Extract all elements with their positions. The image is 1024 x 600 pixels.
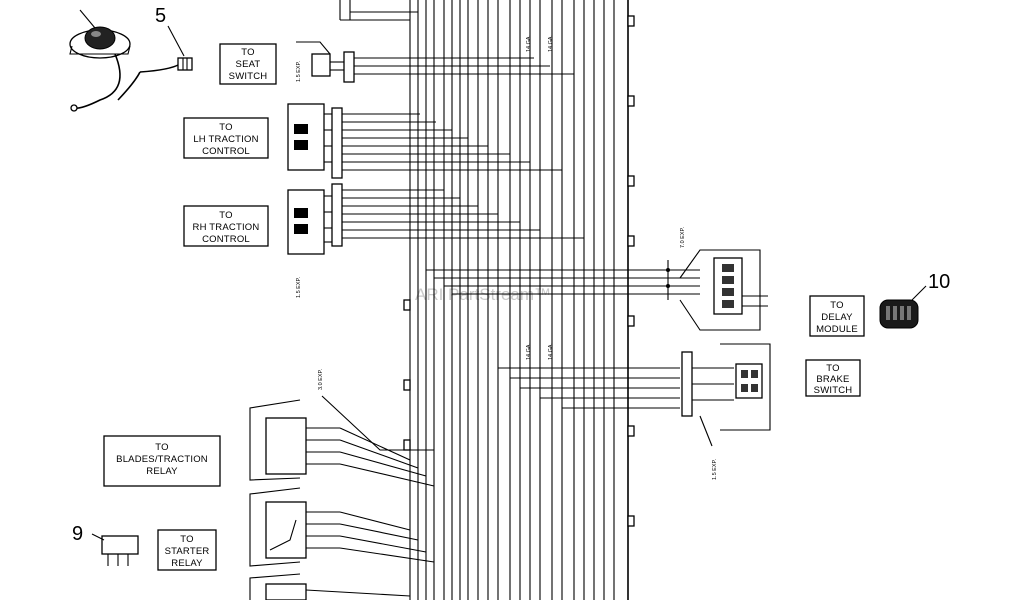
- exp-note-rh: 1.5 EXP.: [296, 277, 302, 298]
- starter-label-line3: RELAY: [171, 558, 203, 569]
- gauge-label-upper-1: 14 GA.: [526, 34, 532, 52]
- starter-relay-label-box: TO STARTER RELAY: [157, 529, 217, 571]
- starter-label-line1: TO: [180, 534, 193, 545]
- starter-relay-part: [91, 533, 139, 566]
- callout-9: 9: [72, 523, 83, 545]
- vertical-harness-trunk: [403, 0, 635, 600]
- blades-relay-connector: [249, 395, 435, 487]
- delay-label-line2: DELAY: [821, 312, 853, 323]
- exp-note-brake: 1.5 EXP.: [712, 459, 718, 480]
- delay-label-line3: MODULE: [816, 324, 858, 335]
- gauge-label-lower-1: 14 GA.: [526, 342, 532, 360]
- rh-label-line3: CONTROL: [202, 234, 250, 245]
- rh-label-line2: RH TRACTION: [193, 222, 260, 233]
- lh-label-line3: CONTROL: [202, 146, 250, 157]
- callout-5: 5: [155, 5, 166, 27]
- blades-label-line3: RELAY: [146, 466, 178, 477]
- delay-label-line1: TO: [830, 300, 843, 311]
- brake-label-line2: BRAKE: [816, 374, 849, 385]
- middle-relay-connector: [249, 487, 435, 567]
- exp-note-blades: 3.0 EXP.: [318, 369, 324, 390]
- seat-switch-part: [69, 9, 193, 112]
- gauge-label-upper-2: 14 GA.: [548, 34, 554, 52]
- lh-traction-label-box: TO LH TRACTION CONTROL: [183, 117, 269, 159]
- rh-traction-switch: [287, 183, 584, 255]
- brake-label-line3: SWITCH: [814, 385, 853, 396]
- seat-switch-connector: [296, 0, 574, 83]
- callout-10: 10: [928, 271, 950, 293]
- blades-relay-label-box: TO BLADES/TRACTION RELAY: [103, 435, 221, 487]
- brake-label-line1: TO: [826, 363, 839, 374]
- seat-label-line3: SWITCH: [229, 71, 268, 82]
- seat-label-line1: TO: [241, 47, 254, 58]
- seat-label-line2: SEAT: [236, 59, 261, 70]
- seat-switch-label-box: TO SEAT SWITCH: [219, 43, 277, 85]
- delay-module-part: [879, 285, 927, 329]
- lh-label-line1: TO: [219, 122, 232, 133]
- gauge-label-lower-2: 14 GA.: [548, 342, 554, 360]
- blades-label-line2: BLADES/TRACTION: [116, 454, 208, 465]
- rh-label-line1: TO: [219, 210, 232, 221]
- lh-traction-switch: [287, 103, 562, 179]
- brake-switch-label-box: TO BRAKE SWITCH: [805, 359, 861, 397]
- delay-module-label-box: TO DELAY MODULE: [809, 295, 865, 337]
- starter-label-line2: STARTER: [165, 546, 210, 557]
- exp-note-seat: 1.5 EXP.: [296, 61, 302, 82]
- exp-note-delay: 7.0 EXP.: [680, 227, 686, 248]
- blades-label-line1: TO: [155, 442, 168, 453]
- lh-label-line2: LH TRACTION: [193, 134, 258, 145]
- bottom-relay-connector: [249, 573, 411, 600]
- delay-branch-wires: [426, 249, 768, 331]
- rh-traction-label-box: TO RH TRACTION CONTROL: [183, 205, 269, 247]
- brake-branch-wires: [498, 343, 771, 447]
